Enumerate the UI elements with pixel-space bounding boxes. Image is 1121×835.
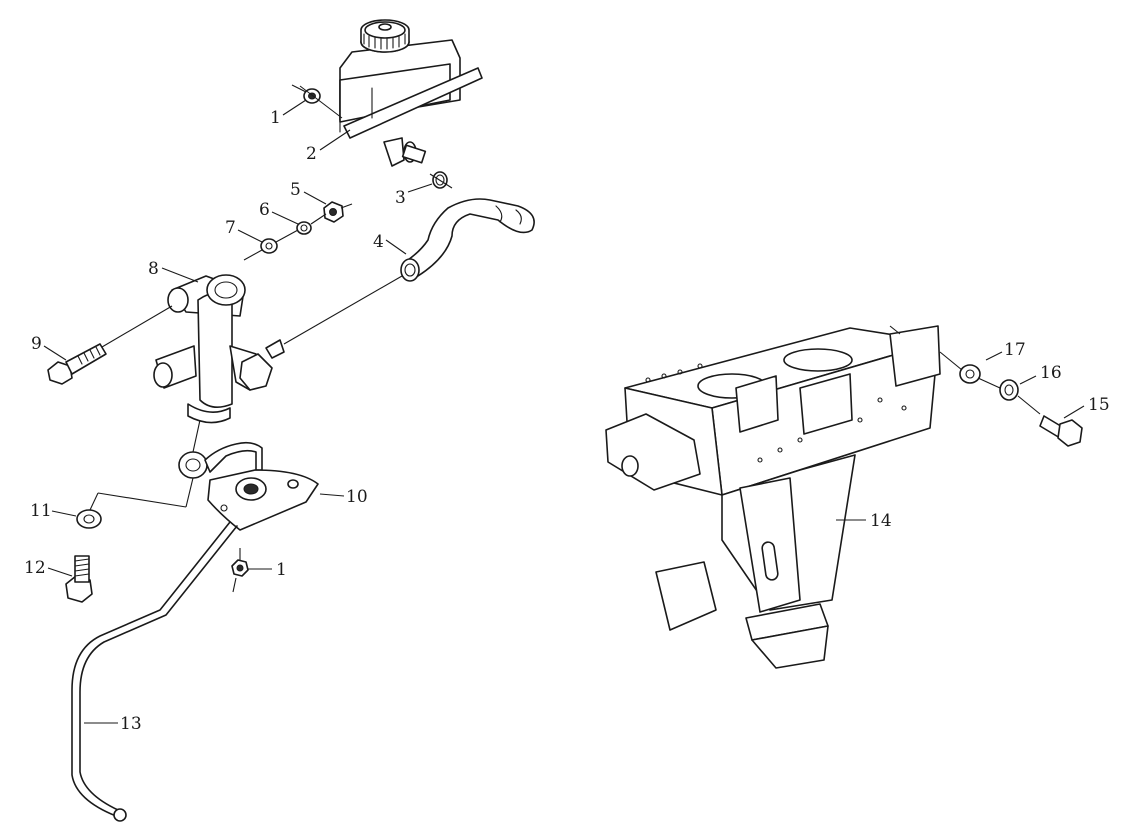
pedal-bracket-assembly — [605, 325, 941, 669]
fluid-reservoir — [339, 19, 483, 167]
mounting-plate-10 — [207, 469, 319, 531]
banjo-bolt-12 — [65, 555, 93, 603]
washer-17 — [959, 364, 981, 384]
lock-washer-16 — [999, 379, 1019, 401]
nut-5 — [323, 201, 344, 223]
nut-bottom — [231, 559, 249, 577]
callout-3: 3 — [395, 188, 406, 208]
callout-4: 4 — [373, 232, 384, 252]
callout-15: 15 — [1088, 395, 1110, 415]
banjo-fitting — [178, 441, 263, 479]
callout-1-top: 1 — [270, 108, 281, 128]
callout-5: 5 — [290, 180, 301, 200]
callout-7: 7 — [225, 218, 236, 238]
callout-6: 6 — [259, 200, 270, 220]
brake-pipe-13 — [71, 521, 238, 822]
callout-16: 16 — [1040, 363, 1062, 383]
washer-7 — [260, 238, 278, 254]
bolt-9 — [47, 343, 107, 385]
callout-2: 2 — [306, 144, 317, 164]
lock-washer-6 — [296, 221, 312, 235]
callout-8: 8 — [148, 259, 159, 279]
callout-13: 13 — [120, 714, 142, 734]
supply-hose — [400, 198, 535, 282]
washer-11 — [76, 509, 102, 529]
bolt-15 — [1039, 415, 1083, 447]
callout-12: 12 — [24, 558, 46, 578]
callout-leaders — [43, 99, 1085, 724]
callout-10: 10 — [346, 487, 368, 507]
callout-11: 11 — [30, 501, 52, 521]
callout-1-bottom: 1 — [276, 560, 287, 580]
callout-17: 17 — [1004, 340, 1026, 360]
master-cylinder — [153, 274, 285, 424]
callout-9: 9 — [31, 334, 42, 354]
callout-14: 14 — [870, 511, 892, 531]
assembly-axis-lines — [89, 84, 1041, 593]
